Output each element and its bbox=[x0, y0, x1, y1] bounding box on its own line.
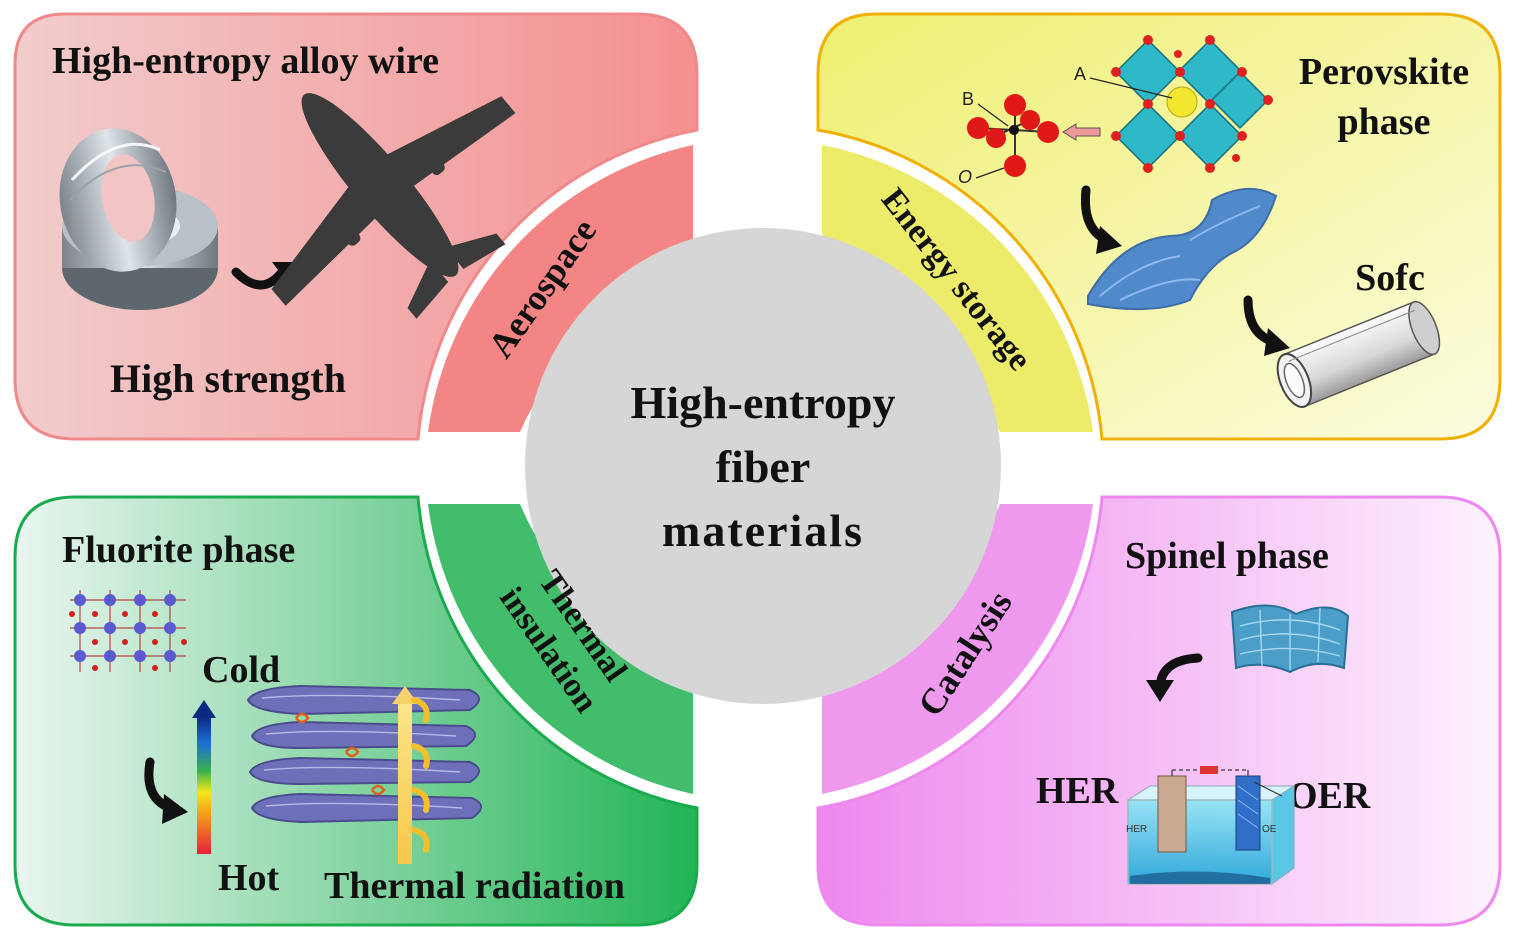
tube-icon bbox=[1276, 300, 1441, 408]
panel-catalysis bbox=[816, 495, 1502, 927]
atom-label-b: B bbox=[962, 89, 974, 109]
bl-cold: Cold bbox=[202, 649, 280, 691]
tr-title-line1: Perovskite bbox=[1299, 51, 1469, 93]
electrode-label-left: HER bbox=[1126, 824, 1147, 835]
atom-label-a: A bbox=[1074, 64, 1086, 84]
fluorite-lattice-icon bbox=[69, 590, 187, 672]
fiber-sheet-icon bbox=[1087, 187, 1278, 311]
temperature-gradient-icon bbox=[192, 700, 216, 854]
br-title: Spinel phase bbox=[1125, 535, 1329, 577]
br-oer: OER bbox=[1288, 775, 1371, 817]
sector-aerospace bbox=[428, 145, 693, 432]
electrolysis-cell-icon: HER OE bbox=[1126, 766, 1296, 885]
center-title-line3: materials bbox=[662, 505, 864, 556]
atom-label-o: O bbox=[958, 167, 972, 187]
sector-energy-storage bbox=[822, 145, 1093, 432]
br-her: HER bbox=[1036, 770, 1119, 812]
tr-caption-sofc: Sofc bbox=[1355, 257, 1425, 299]
center-circle bbox=[525, 228, 1001, 704]
curved-arrow-icon bbox=[1080, 185, 1290, 356]
heat-arrows-icon bbox=[392, 686, 430, 864]
sector-thermal-insulation bbox=[428, 504, 693, 794]
curved-arrow-icon bbox=[144, 757, 188, 824]
bl-caption: Thermal radiation bbox=[324, 865, 625, 907]
perovskite-crystal-icon: B O A bbox=[958, 35, 1273, 187]
tr-title-line2: phase bbox=[1338, 101, 1431, 143]
curved-arrow-icon bbox=[1146, 653, 1203, 702]
center-title-line1: High-entropy bbox=[631, 377, 896, 428]
tl-title: High-entropy alloy wire bbox=[52, 40, 439, 82]
center-title-line2: fiber bbox=[716, 441, 811, 492]
wire-coil-icon bbox=[59, 128, 218, 310]
airplane-icon bbox=[271, 93, 516, 319]
sector-catalysis bbox=[822, 504, 1093, 794]
electrode-label-right: OE bbox=[1262, 824, 1277, 835]
bl-hot: Hot bbox=[218, 857, 280, 899]
panel-energy-storage bbox=[816, 12, 1502, 441]
bl-title: Fluorite phase bbox=[62, 529, 295, 571]
fiber-mat-icon bbox=[1230, 604, 1350, 674]
tl-caption: High strength bbox=[110, 356, 346, 401]
